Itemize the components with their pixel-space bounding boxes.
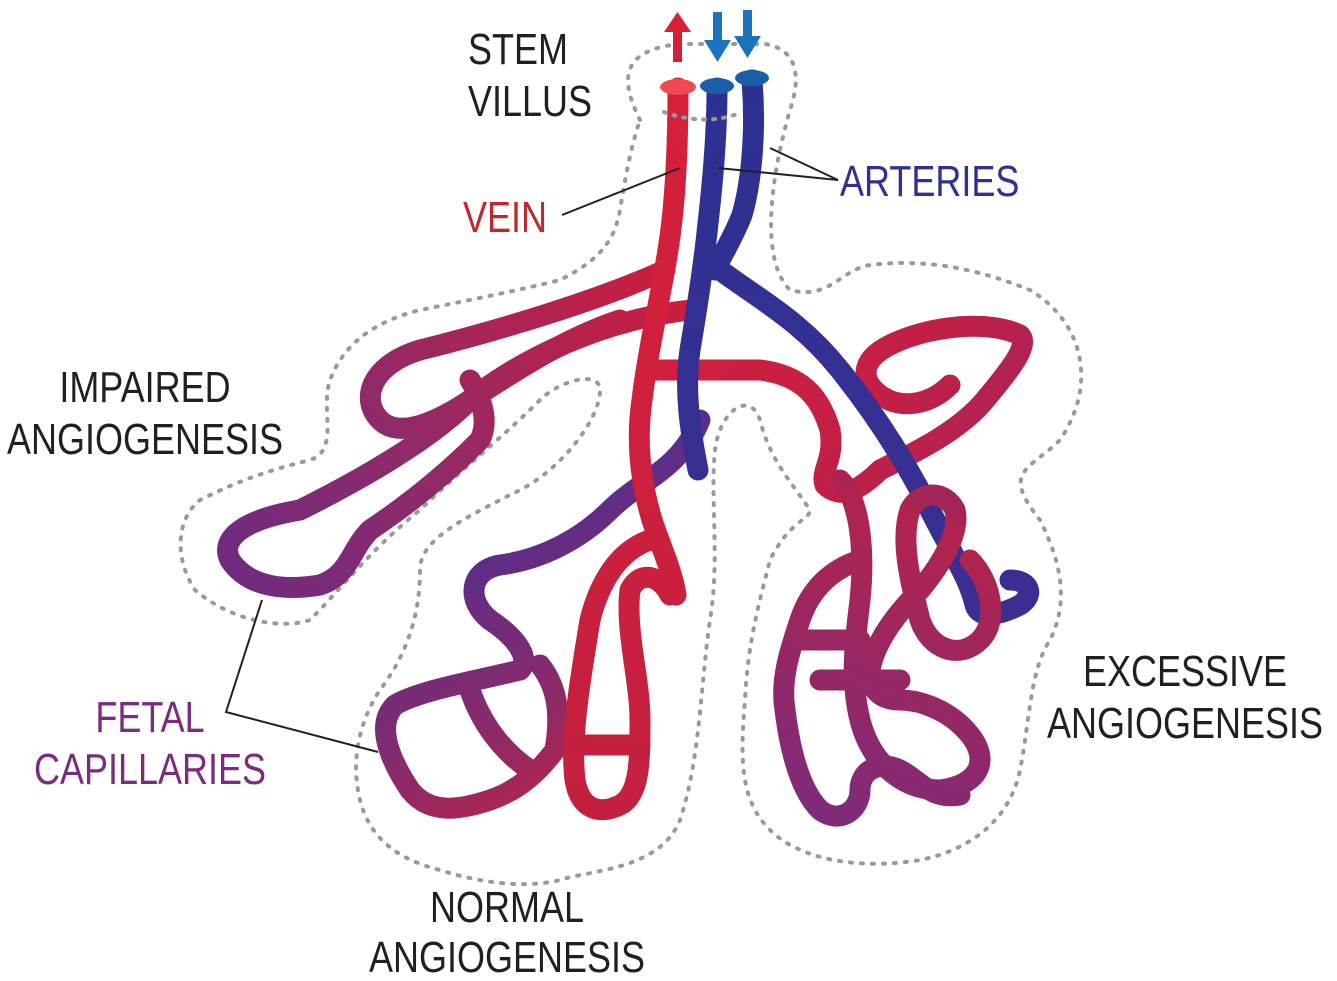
stem-villus-label: STEM VILLUS	[468, 25, 592, 126]
normal-label-line-2: ANGIOGENESIS	[369, 933, 645, 981]
excessive-capillary-outer-loop	[784, 560, 960, 816]
vein	[639, 88, 678, 595]
fetal-capillaries-label-line-1: FETAL	[95, 693, 204, 742]
normal-angiogenesis-label: NORMAL ANGIOGENESIS	[369, 883, 645, 981]
excessive-label-line-2: ANGIOGENESIS	[1047, 699, 1323, 748]
impaired-capillary-loop	[370, 270, 665, 428]
arrow-down-icon	[734, 10, 761, 58]
excessive-label-line-1: EXCESSIVE	[1083, 647, 1287, 696]
excessive-angiogenesis-label: EXCESSIVE ANGIOGENESIS	[1047, 647, 1323, 748]
normal-capillary-loop	[386, 665, 558, 808]
normal-label-line-1: NORMAL	[430, 883, 584, 932]
vein-leader-line	[562, 168, 680, 215]
arrow-up-icon	[664, 12, 691, 62]
impaired-label-line-2: ANGIOGENESIS	[7, 415, 283, 464]
fetal-capillaries-leader-line	[226, 600, 378, 752]
normal-capillary-vein-loop	[574, 540, 670, 810]
fetal-capillaries-label: FETAL CAPILLARIES	[34, 693, 266, 794]
impaired-angiogenesis-label: IMPAIRED ANGIOGENESIS	[7, 363, 283, 464]
artery-1-opening	[700, 78, 734, 94]
excessive-capillary-crossing	[655, 326, 1023, 492]
vein-opening	[660, 79, 696, 95]
stem-villus-label-line-1: STEM	[468, 25, 568, 74]
impaired-label-line-1: IMPAIRED	[59, 363, 230, 412]
arteries-leader-line	[718, 148, 838, 180]
stem-villus-label-line-2: VILLUS	[468, 77, 592, 126]
arrow-down-icon	[704, 12, 731, 62]
arteries-label: ARTERIES	[840, 157, 1019, 206]
fetal-capillaries-label-line-2: CAPILLARIES	[34, 745, 266, 794]
vein-label: VEIN	[463, 193, 547, 242]
artery-2-opening	[735, 70, 769, 86]
